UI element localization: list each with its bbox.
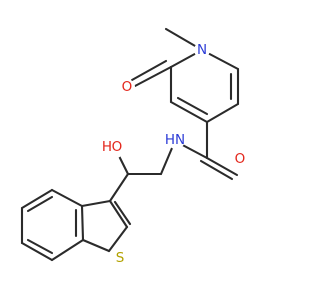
bond [20, 188, 54, 210]
atom-label-h-amide: H [165, 132, 175, 148]
bond [205, 156, 239, 177]
atom-label-o-carbonyl: O [122, 79, 133, 95]
bond [199, 159, 234, 181]
bond [26, 238, 54, 255]
bond [133, 65, 173, 88]
bond [108, 199, 129, 229]
bond [81, 238, 111, 253]
atom-label-n-amide: N [175, 132, 185, 148]
bond [205, 102, 240, 124]
bond [26, 195, 54, 213]
bond [80, 199, 112, 208]
atom-label-o-amide: O [235, 151, 246, 167]
molecule-canvas: N O N H O H O S [20, 27, 246, 266]
bond [130, 59, 168, 82]
molecule-structure: N O N H O H O S [20, 27, 246, 266]
bond [50, 238, 85, 262]
atom-label-h-hydroxyl: H [102, 139, 112, 155]
bond [20, 241, 54, 262]
bond [107, 225, 129, 253]
bond [80, 204, 85, 242]
bond [113, 200, 132, 226]
bond [108, 172, 130, 203]
bond [169, 100, 209, 124]
atom-label-s-thiophene: S [116, 250, 125, 266]
atom-label-o-hydroxyl: O [112, 139, 123, 155]
bond [176, 96, 209, 116]
atom-label-n-ring: N [197, 42, 207, 58]
bond [50, 188, 84, 208]
